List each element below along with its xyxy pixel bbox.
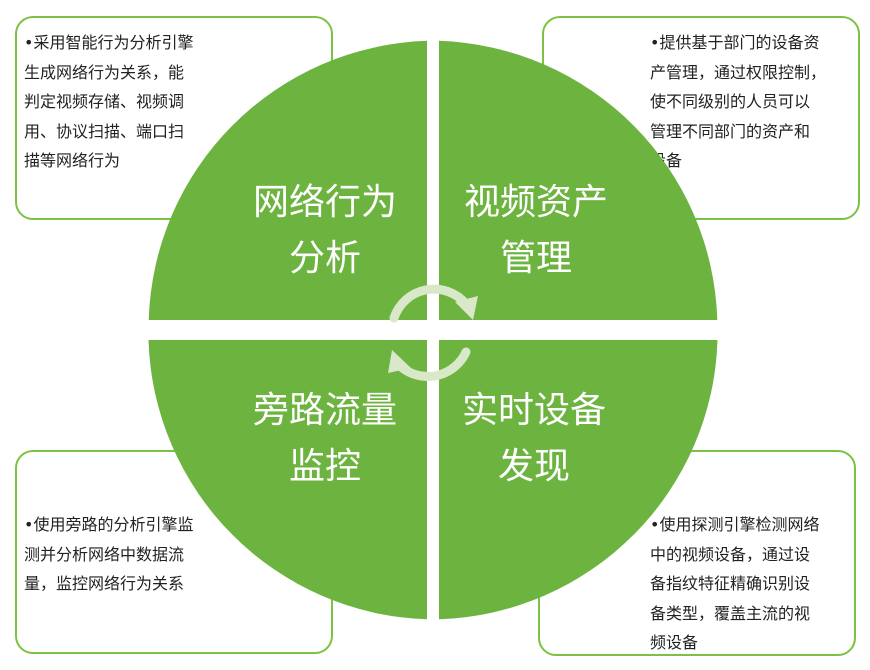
cycle-arrows-icon	[388, 284, 478, 382]
description-device-discovery: •使用探测引擎检测网络 中的视频设备，通过设 备指纹特征精确识别设 备类型，覆盖…	[650, 515, 820, 652]
label-network-behavior: 网络行为 分析	[252, 182, 397, 279]
quadrant-top-left	[148, 40, 427, 321]
quadrant-bottom-left	[148, 340, 427, 620]
description-bypass-traffic: •使用旁路的分析引擎监 测并分析网络中数据流 量，监控网络行为关系	[24, 515, 194, 593]
label-device-discovery: 实时设备 发现	[461, 390, 606, 487]
quadrant-top-right	[439, 40, 718, 321]
label-video-asset: 视频资产 管理	[463, 182, 608, 279]
quadrant-bottom-right	[439, 340, 718, 620]
description-network-behavior: •采用智能行为分析引擎 生成网络行为关系，能 判定视频存储、视频调 用、协议扫描…	[24, 33, 194, 170]
description-video-asset: •提供基于部门的设备资 产管理，通过权限控制， 使不同级别的人员可以 管理不同部…	[650, 33, 827, 170]
label-bypass-traffic: 旁路流量 监控	[252, 390, 397, 487]
